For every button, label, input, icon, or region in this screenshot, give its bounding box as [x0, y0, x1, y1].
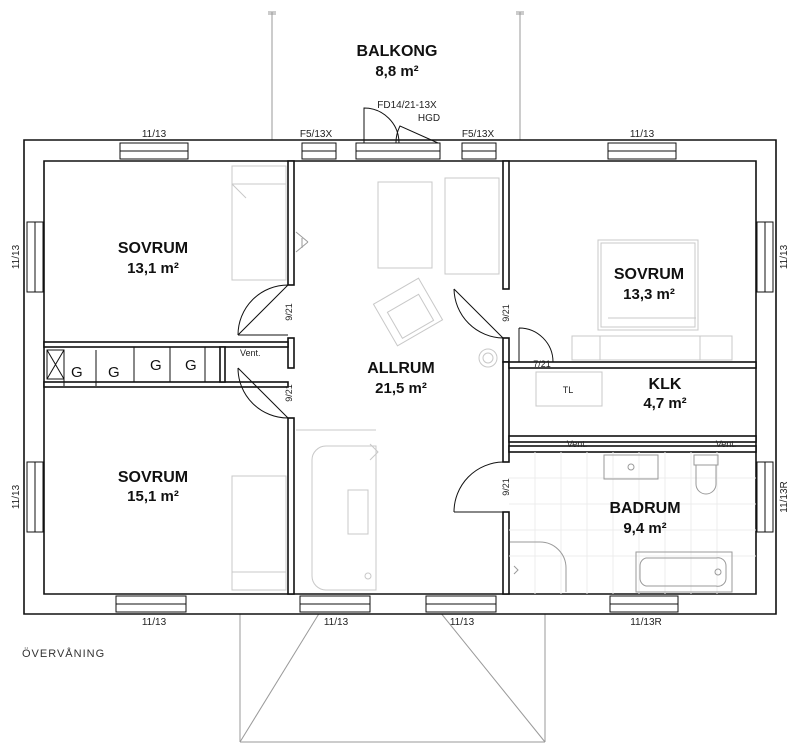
- door-label-sovrum-nw: 9/21: [284, 303, 294, 321]
- vent-klk-label: Vent.: [567, 439, 588, 449]
- vent-bath-label: Vent.: [716, 439, 737, 449]
- room-allrum-area: 21,5 m²: [375, 380, 427, 397]
- balcony-door: [363, 107, 439, 144]
- room-sovrum-e-name: SOVRUM: [614, 266, 684, 283]
- exterior-walls: [23, 139, 777, 615]
- furniture: [231, 165, 733, 591]
- window-label-left-2: 11/13: [11, 484, 22, 509]
- windows-right: [756, 221, 774, 533]
- doors: [237, 284, 554, 513]
- door-label-sovrum-sw: 9/21: [284, 384, 294, 402]
- balcony-door-label-2: HGD: [418, 113, 440, 124]
- room-sovrum-e-area: 13,3 m²: [623, 286, 675, 303]
- window-label-bottom-2: 11/13: [324, 617, 349, 628]
- window-label-top-1: 11/13: [142, 129, 167, 140]
- windows-top: [119, 142, 677, 160]
- interior-walls: [43, 160, 757, 595]
- room-labels: BALKONG 8,8 m² SOVRUM 13,1 m² SOVRUM 15,…: [118, 43, 687, 537]
- room-badrum-name: BADRUM: [609, 500, 680, 517]
- window-label-bottom-4: 11/13R: [630, 617, 662, 628]
- room-sovrum-sw-name: SOVRUM: [118, 469, 188, 486]
- window-labels: 11/13 F5/13X F5/13X 11/13 11/13 11/13 11…: [11, 100, 790, 628]
- window-label-right-1: 11/13: [779, 244, 790, 269]
- window-label-right-2: 11/13R: [779, 481, 790, 513]
- bathroom-fixtures: [509, 452, 756, 594]
- windows-left: [26, 221, 44, 533]
- vent-closet-label: Vent.: [240, 348, 261, 358]
- room-badrum-area: 9,4 m²: [623, 520, 666, 537]
- room-sovrum-sw-area: 15,1 m²: [127, 488, 179, 505]
- window-label-top-4: 11/13: [630, 129, 655, 140]
- room-sovrum-nw-area: 13,1 m²: [127, 260, 179, 277]
- door-label-sovrum-e: 9/21: [501, 304, 511, 322]
- closet-g3: G: [150, 357, 162, 374]
- window-label-left-1: 11/13: [11, 244, 22, 269]
- roof-outline: [239, 611, 546, 743]
- balcony: [268, 11, 524, 140]
- room-klk-area: 4,7 m²: [643, 395, 686, 412]
- room-sovrum-nw-name: SOVRUM: [118, 240, 188, 257]
- door-label-klk: 7/21: [533, 359, 551, 369]
- closets: G G G G Vent.: [46, 347, 261, 386]
- bathroom-tiles: [509, 452, 756, 594]
- door-labels: 9/21 9/21 9/21 7/21 9/21: [284, 303, 551, 496]
- room-balkong-name: BALKONG: [357, 43, 438, 60]
- misc-labels: TL Vent. Vent. ÖVERVÅNING: [22, 385, 736, 660]
- room-balkong-area: 8,8 m²: [375, 63, 418, 80]
- window-label-bottom-1: 11/13: [142, 617, 167, 628]
- floor-label: ÖVERVÅNING: [22, 647, 105, 660]
- window-label-bottom-3: 11/13: [450, 617, 475, 628]
- balcony-door-label-1: FD14/21-13X: [377, 100, 437, 111]
- closet-g2: G: [108, 364, 120, 381]
- window-label-top-3: F5/13X: [462, 129, 495, 140]
- door-label-badrum: 9/21: [501, 478, 511, 496]
- room-allrum-name: ALLRUM: [367, 360, 435, 377]
- klk-shelf-label: TL: [563, 385, 574, 395]
- room-klk-name: KLK: [649, 376, 682, 393]
- closet-g1: G: [71, 364, 83, 381]
- closet-g4: G: [185, 357, 197, 374]
- windows-bottom: [115, 595, 679, 613]
- window-label-top-2: F5/13X: [300, 129, 333, 140]
